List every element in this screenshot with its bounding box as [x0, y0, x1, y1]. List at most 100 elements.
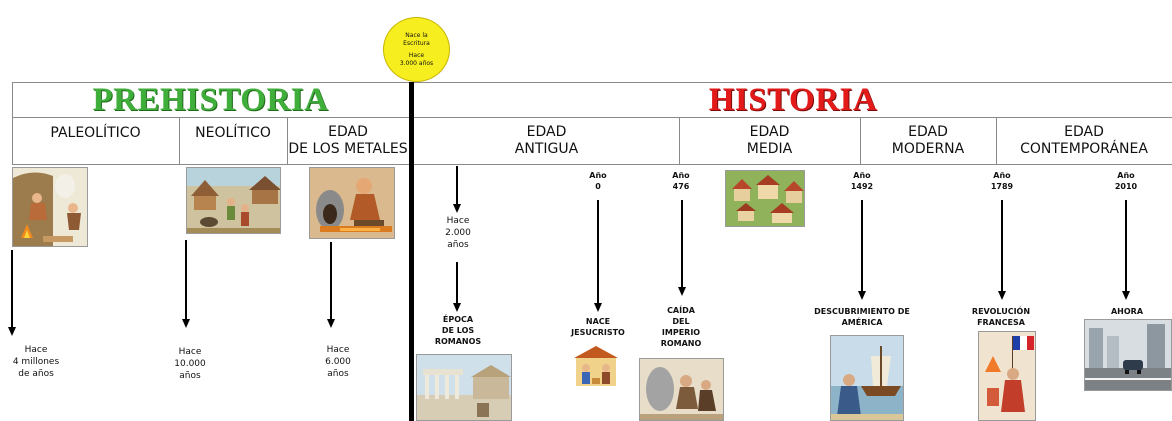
- revolucion-arrow-line: [1001, 200, 1003, 292]
- imperio-arrow-line: [681, 200, 683, 288]
- imperio-l3: IMPERIO: [661, 328, 701, 337]
- america-year-label: Año 1492: [840, 170, 884, 192]
- period-antigua-line1: EDAD: [526, 124, 567, 140]
- metal-arrow-line: [330, 242, 332, 320]
- jesus-arrow-head: [594, 303, 602, 312]
- america-l2: AMÉRICA: [841, 318, 883, 327]
- period-contemporanea-line1: EDAD: [1064, 124, 1104, 140]
- ahora-year-l1: Año: [1117, 171, 1135, 180]
- ahora-arrow-head: [1122, 291, 1130, 300]
- romanos-arrow-top-line: [456, 166, 458, 206]
- period-contemporanea: EDAD CONTEMPORÁNEA: [996, 118, 1172, 164]
- revolucion-label: REVOLUCIÓN FRANCESA: [968, 306, 1034, 328]
- metal-date-l3: años: [327, 369, 349, 379]
- period-media-line1: EDAD: [749, 124, 790, 140]
- paleo-arrow-head: [8, 327, 16, 336]
- period-neolitico: NEOLÍTICO: [179, 118, 287, 148]
- jesus-year-label: Año 0: [578, 170, 618, 192]
- romanos-arrow-line: [456, 262, 458, 304]
- ahora-year-label: Año 2010: [1104, 170, 1148, 192]
- romanos-l3: ROMANOS: [434, 337, 482, 346]
- paleo-arrow-line: [11, 250, 13, 328]
- revolucion-year-l2: 1789: [990, 182, 1014, 191]
- roman-forum-image: [416, 354, 512, 421]
- era-prehistoria-title: PREHISTORIA: [92, 82, 329, 118]
- neolithic-image: [186, 167, 281, 234]
- jesus-year-l1: Año: [589, 171, 607, 180]
- jesus-label: NACE JESUCRISTO: [565, 316, 631, 338]
- revolucion-l2: FRANCESA: [977, 318, 1025, 327]
- table-top-border: [12, 82, 1172, 83]
- ahora-arrow-line: [1125, 200, 1127, 292]
- divider-paleo-neo: [179, 117, 180, 165]
- romanos-date-l1: Hace: [446, 216, 470, 226]
- divider-antigua-media: [679, 117, 680, 165]
- paleolithic-image: [12, 167, 88, 247]
- period-neolitico-label: NEOLÍTICO: [195, 124, 271, 141]
- period-media-line2: MEDIA: [746, 141, 793, 157]
- writing-divider-line: [409, 82, 414, 421]
- revolucion-l1: REVOLUCIÓN: [971, 307, 1031, 316]
- romanos-l2: DE LOS: [441, 326, 475, 335]
- paleo-date-l3: de años: [18, 369, 54, 379]
- jesus-l2: JESUCRISTO: [571, 328, 625, 337]
- metal-age-image: [309, 167, 395, 239]
- imperio-l1: CAÍDA: [667, 306, 695, 315]
- romanos-arrow-top-head: [453, 204, 461, 213]
- circle-line-3: Hace: [408, 51, 425, 59]
- america-year-l1: Año: [853, 171, 871, 180]
- imperio-year-l2: 476: [672, 182, 690, 191]
- america-arrow-line: [861, 200, 863, 292]
- romanos-arrow-head: [453, 303, 461, 312]
- ahora-label: AHORA: [1100, 306, 1154, 317]
- circle-line-1: Nace la: [405, 31, 428, 39]
- jesus-year-l2: 0: [595, 182, 601, 191]
- imperio-l4: ROMANO: [660, 339, 702, 348]
- metal-date-label: Hace 6.000 años: [308, 344, 368, 380]
- imperio-year-label: Año 476: [661, 170, 701, 192]
- period-moderna: EDAD MODERNA: [860, 118, 996, 164]
- period-moderna-line1: EDAD: [908, 124, 948, 140]
- divider-media-moderna: [860, 117, 861, 165]
- neo-date-l3: años: [179, 371, 201, 381]
- era-historia-title: HISTORIA: [708, 82, 878, 118]
- neo-date-l2: 10.000: [174, 359, 206, 369]
- period-moderna-line2: MODERNA: [891, 141, 965, 157]
- period-metales-line2: DE LOS METALES: [288, 141, 408, 157]
- nativity-image: [572, 344, 620, 388]
- romanos-l1: ÉPOCA: [442, 315, 474, 324]
- romanos-label: ÉPOCA DE LOS ROMANOS: [425, 314, 491, 347]
- romanos-date-l3: años: [447, 240, 469, 250]
- ahora-l1: AHORA: [1110, 307, 1144, 316]
- ahora-year-l2: 2010: [1114, 182, 1138, 191]
- period-paleolitico: PALEOLÍTICO: [12, 118, 179, 148]
- empire-fall-image: [639, 358, 724, 421]
- period-metales: EDAD DE LOS METALES: [287, 118, 409, 164]
- revolucion-year-label: Año 1789: [980, 170, 1024, 192]
- neo-arrow-head: [182, 319, 190, 328]
- revolucion-arrow-head: [998, 291, 1006, 300]
- america-arrow-head: [858, 291, 866, 300]
- romanos-date-label: Hace 2.000 años: [428, 215, 488, 251]
- period-metales-line1: EDAD: [328, 124, 368, 140]
- paleo-date-label: Hace 4 millones de años: [0, 344, 72, 380]
- metal-date-l2: 6.000: [325, 357, 351, 367]
- revolution-image: [978, 331, 1036, 421]
- table-mid-border: [12, 117, 1172, 118]
- period-antigua-line2: ANTIGUA: [514, 141, 579, 157]
- jesus-l1: NACE: [585, 317, 611, 326]
- america-l1: DESCUBRIMIENTO DE: [814, 307, 910, 316]
- paleo-date-l1: Hace: [24, 345, 48, 355]
- divider-moderna-contemp: [996, 117, 997, 165]
- revolucion-year-l1: Año: [993, 171, 1011, 180]
- america-year-l2: 1492: [850, 182, 874, 191]
- period-contemporanea-line2: CONTEMPORÁNEA: [1020, 141, 1148, 157]
- circle-line-2: Escritura: [403, 39, 430, 47]
- neo-date-l1: Hace: [178, 347, 202, 357]
- neo-arrow-line: [185, 240, 187, 320]
- period-paleolitico-label: PALEOLÍTICO: [50, 124, 141, 141]
- circle-line-4: 3.000 años: [399, 59, 434, 67]
- neo-date-label: Hace 10.000 años: [160, 346, 220, 382]
- imperio-arrow-head: [678, 287, 686, 296]
- jesus-arrow-line: [597, 200, 599, 304]
